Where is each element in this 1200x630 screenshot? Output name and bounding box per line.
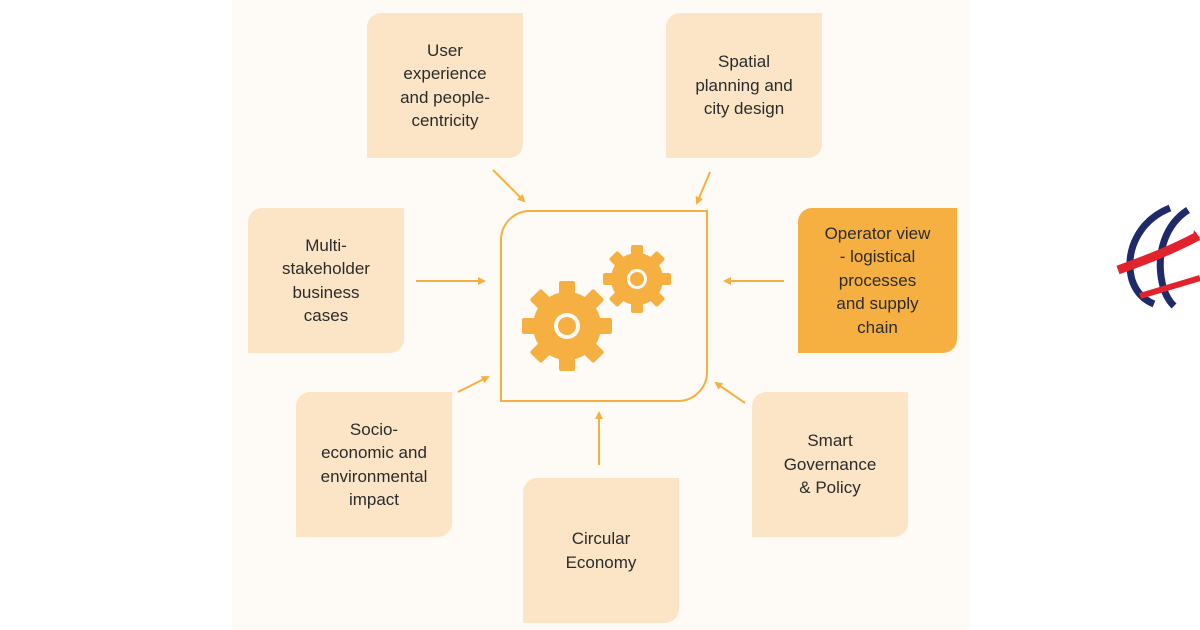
arrow-from-smart-governance xyxy=(714,381,746,404)
box-smart-governance: Smart Governance & Policy xyxy=(752,392,908,537)
box-multi-stakeholder: Multi- stakeholder business cases xyxy=(248,208,404,353)
box-user-experience: User experience and people- centricity xyxy=(367,13,523,158)
partial-globe-logo xyxy=(1116,204,1200,309)
small-gear-icon xyxy=(603,245,671,313)
arrow-from-socio-economic xyxy=(457,376,490,393)
box-socio-economic: Socio- economic and environmental impact xyxy=(296,392,452,537)
box-circular-economy-label: Circular Economy xyxy=(565,529,637,572)
box-socio-economic-label: Socio- economic and environmental impact xyxy=(320,419,428,510)
gears-icon xyxy=(522,245,671,371)
arrow-from-user-experience xyxy=(492,169,526,203)
box-user-experience-label: User experience and people- centricity xyxy=(400,40,490,131)
center-hub xyxy=(500,210,708,402)
box-circular-economy: Circular Economy xyxy=(523,478,679,623)
box-operator-view-label: Operator view - logistical processes and… xyxy=(824,223,931,337)
box-spatial-planning-label: Spatial planning and city design xyxy=(695,52,793,119)
box-spatial-planning: Spatial planning and city design xyxy=(666,13,822,158)
arrow-from-spatial-planning xyxy=(695,171,711,205)
box-smart-governance-label: Smart Governance & Policy xyxy=(783,431,877,498)
box-operator-view: Operator view - logistical processes and… xyxy=(798,208,957,353)
large-gear-icon xyxy=(522,281,612,371)
box-multi-stakeholder-label: Multi- stakeholder business cases xyxy=(282,235,370,326)
